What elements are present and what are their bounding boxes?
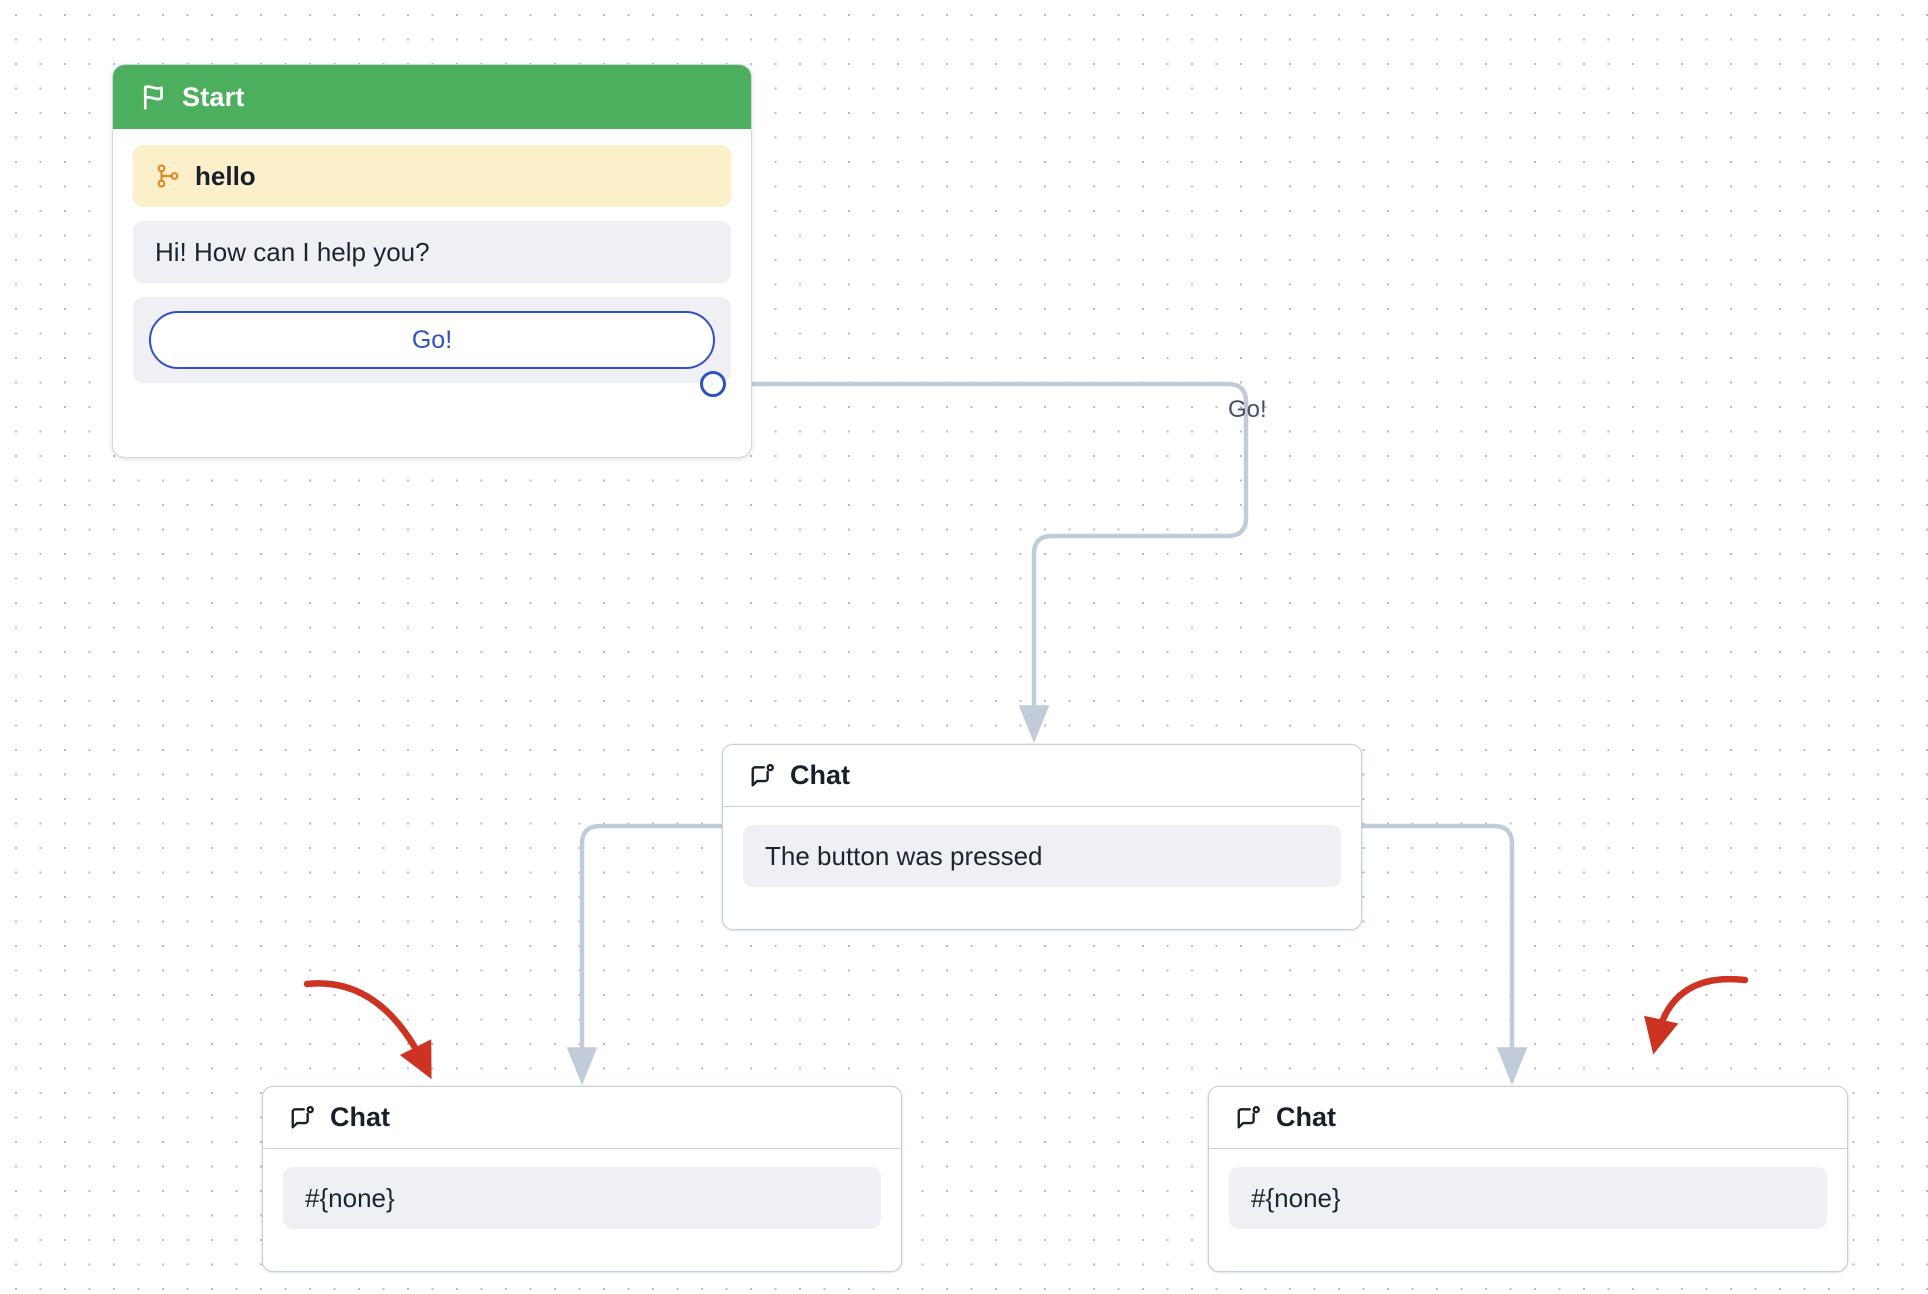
chat-bubble-icon <box>1233 1103 1263 1133</box>
chat-right-message[interactable]: #{none} <box>1229 1167 1827 1229</box>
start-field-greeting[interactable]: Hi! How can I help you? <box>133 221 731 283</box>
node-chat-right[interactable]: Chat #{none} <box>1208 1086 1848 1272</box>
chat-right-header: Chat <box>1209 1087 1847 1149</box>
start-node-body: hello Hi! How can I help you? Go! <box>113 129 751 403</box>
chat-left-header: Chat <box>263 1087 901 1149</box>
annotation-arrow-right <box>1644 975 1749 1055</box>
edge-chat-middle-to-chat-right <box>1359 823 1528 1086</box>
start-node-title: Start <box>182 81 245 112</box>
chat-left-body: #{none} <box>263 1149 901 1251</box>
chat-bubble-icon <box>747 761 777 791</box>
go-button-source-handle[interactable] <box>700 371 726 397</box>
chat-left-message[interactable]: #{none} <box>283 1167 881 1229</box>
chat-middle-header: Chat <box>723 745 1361 807</box>
start-field-greeting-value: Hi! How can I help you? <box>155 236 430 267</box>
annotation-arrow-left <box>303 980 432 1080</box>
chat-middle-message[interactable]: The button was pressed <box>743 825 1341 887</box>
edge-label-go: Go! <box>1228 396 1267 423</box>
flag-icon <box>139 82 169 112</box>
chat-right-title: Chat <box>1276 1102 1336 1132</box>
chat-right-body: #{none} <box>1209 1149 1847 1251</box>
chat-middle-body: The button was pressed <box>723 807 1361 909</box>
start-node-header: Start <box>113 65 751 129</box>
edge-chat-middle-to-chat-left <box>566 823 725 1086</box>
git-branch-icon <box>155 163 181 189</box>
node-chat-middle[interactable]: Chat The button was pressed <box>722 744 1362 930</box>
node-start[interactable]: Start hello Hi! How can I help y <box>112 64 752 458</box>
start-button-container: Go! <box>133 297 731 383</box>
start-field-trigger[interactable]: hello <box>133 145 731 207</box>
chat-bubble-icon <box>287 1103 317 1133</box>
node-chat-left[interactable]: Chat #{none} <box>262 1086 902 1272</box>
edge-start-to-chat-middle <box>723 381 1249 744</box>
start-field-trigger-value: hello <box>195 160 256 191</box>
go-button[interactable]: Go! <box>149 311 715 369</box>
chat-middle-title: Chat <box>790 760 850 790</box>
chat-left-title: Chat <box>330 1102 390 1132</box>
